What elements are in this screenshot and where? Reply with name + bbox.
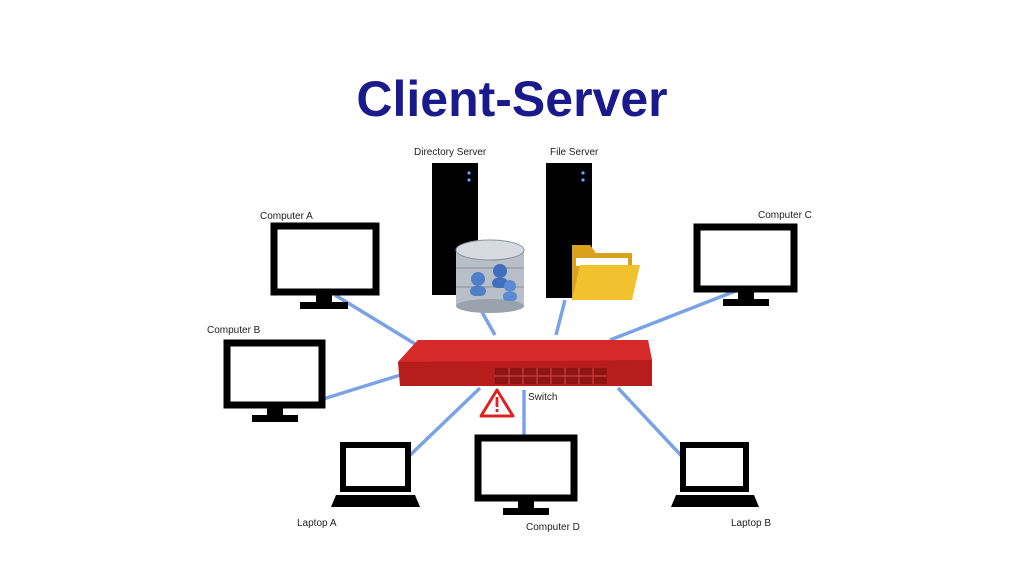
computer-c-monitor	[693, 223, 798, 293]
computer-b-monitor	[223, 339, 326, 409]
link-file-server	[554, 299, 567, 336]
switch: Switch	[398, 340, 652, 418]
file-server: File Server	[546, 147, 640, 300]
computer-a: Computer A	[260, 211, 380, 309]
server-led	[581, 178, 585, 182]
file-server-label: File Server	[550, 147, 599, 158]
monitor-neck	[738, 289, 754, 299]
link-laptop-a	[403, 386, 482, 462]
switch-port-grid	[495, 368, 607, 384]
monitor-base	[503, 508, 549, 515]
laptop-a-keyboard	[331, 495, 420, 507]
server-led	[467, 171, 471, 175]
computer-c-label: Computer C	[758, 210, 812, 221]
server-led	[467, 178, 471, 182]
laptop-a-label: Laptop A	[297, 518, 337, 529]
computer-a-label: Computer A	[260, 211, 313, 222]
switch-label: Switch	[528, 392, 557, 403]
computer-b-label: Computer B	[207, 325, 261, 336]
switch-top	[398, 340, 652, 362]
laptop-a: Laptop A	[297, 442, 420, 529]
computer-d: Computer D	[474, 434, 580, 533]
computer-c: Computer C	[693, 210, 812, 306]
laptop-a-screen	[340, 442, 411, 492]
laptop-b-keyboard	[671, 495, 759, 507]
link-computer-c	[609, 288, 739, 342]
laptop-b: Laptop B	[671, 442, 771, 529]
slide-title: Client-Server	[356, 71, 668, 127]
server-led	[581, 171, 585, 175]
monitor-neck	[316, 292, 332, 302]
monitor-base	[252, 415, 298, 422]
link-laptop-b	[616, 386, 692, 467]
laptop-b-label: Laptop B	[731, 518, 771, 529]
monitor-neck	[267, 405, 283, 415]
computer-d-monitor	[474, 434, 578, 502]
warning-icon	[479, 388, 515, 418]
directory-server: Directory Server	[414, 147, 525, 313]
monitor-base	[300, 302, 348, 309]
directory-server-label: Directory Server	[414, 147, 487, 158]
laptop-b-screen	[680, 442, 749, 492]
computer-a-monitor	[270, 222, 380, 296]
link-computer-a	[334, 293, 426, 352]
monitor-base	[723, 299, 769, 306]
computer-d-label: Computer D	[526, 522, 580, 533]
link-computer-b	[319, 370, 411, 402]
monitor-neck	[518, 498, 534, 508]
computer-b: Computer B	[207, 325, 326, 422]
database-icon	[455, 239, 525, 313]
folder-icon	[572, 245, 640, 300]
